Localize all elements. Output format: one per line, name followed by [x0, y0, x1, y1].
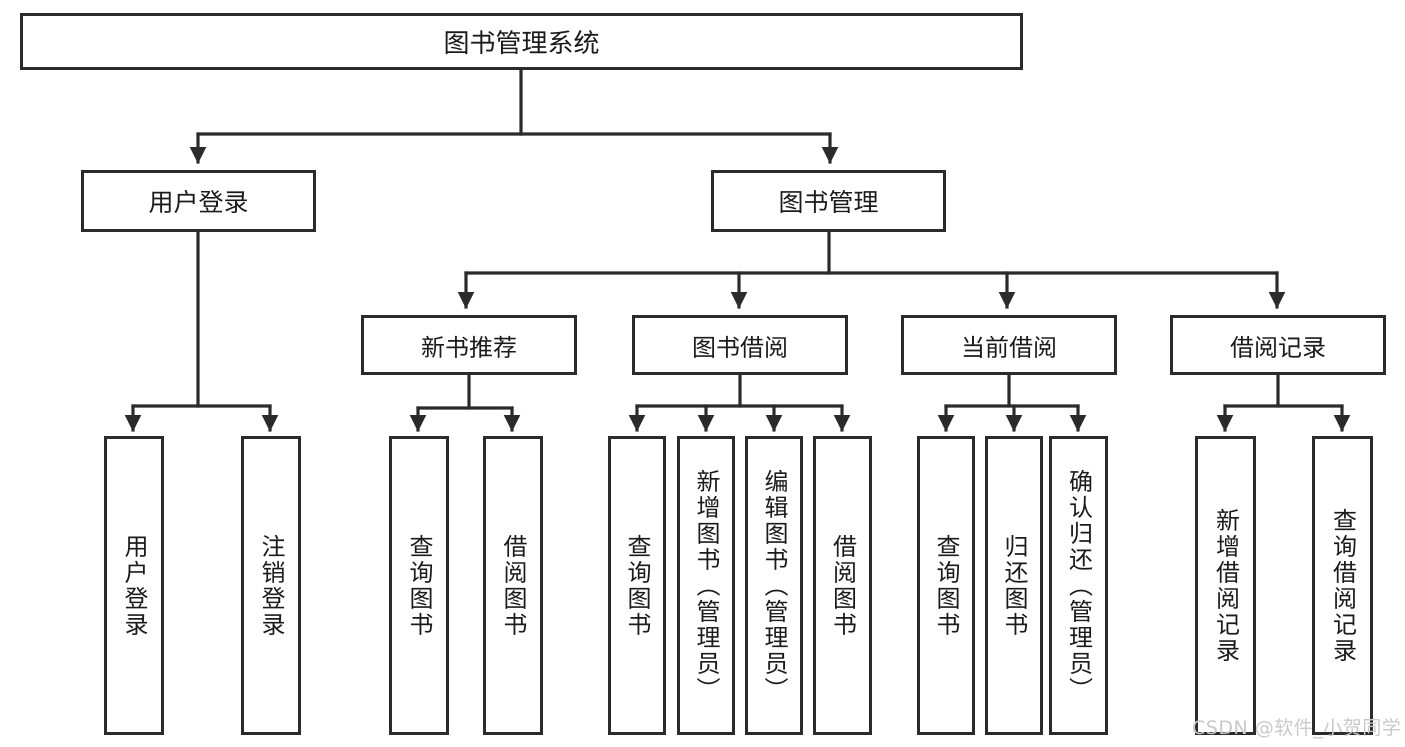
node-leaf-borrow-book[interactable]: 借阅图书: [813, 436, 872, 735]
node-leaf-edit-book-label: 编辑图书（管理员）: [760, 468, 788, 703]
node-new-book-recommend[interactable]: 新书推荐: [361, 315, 577, 375]
csdn-watermark: CSDN @软件_小贺同学: [1192, 717, 1402, 739]
node-book-borrow-label: 图书借阅: [692, 333, 788, 362]
node-leaf-add-borrow-record-label: 新增借阅记录: [1211, 507, 1240, 664]
node-user-login-label: 用户登录: [148, 188, 249, 217]
node-current-borrow-label: 当前借阅: [961, 333, 1057, 362]
node-leaf-query-book-borrow-label: 查询图书: [623, 533, 651, 638]
node-leaf-query-borrow-record-label: 查询借阅记录: [1328, 507, 1357, 664]
node-leaf-user-login[interactable]: 用户登录: [104, 436, 164, 735]
node-leaf-confirm-return-label: 确认归还（管理员）: [1064, 468, 1093, 703]
node-leaf-borrow-book-recommend-label: 借阅图书: [499, 533, 527, 638]
node-borrow-records[interactable]: 借阅记录: [1170, 315, 1386, 375]
node-leaf-query-book-borrow[interactable]: 查询图书: [608, 436, 666, 735]
node-leaf-return-book-label: 归还图书: [1000, 533, 1028, 638]
node-leaf-confirm-return[interactable]: 确认归还（管理员）: [1049, 436, 1108, 735]
node-leaf-user-logout[interactable]: 注销登录: [241, 436, 301, 735]
node-user-login[interactable]: 用户登录: [81, 170, 316, 232]
node-leaf-add-book-label: 新增图书（管理员）: [692, 468, 720, 703]
node-book-borrow[interactable]: 图书借阅: [632, 315, 848, 375]
node-leaf-query-borrow-record[interactable]: 查询借阅记录: [1312, 436, 1373, 735]
node-leaf-edit-book[interactable]: 编辑图书（管理员）: [745, 436, 803, 735]
node-root-label: 图书管理系统: [443, 29, 600, 59]
node-leaf-user-login-label: 用户登录: [120, 533, 148, 638]
node-new-book-recommend-label: 新书推荐: [421, 333, 517, 362]
node-current-borrow[interactable]: 当前借阅: [901, 315, 1117, 375]
node-leaf-query-book-current[interactable]: 查询图书: [917, 436, 975, 735]
node-leaf-query-book-recommend-label: 查询图书: [405, 533, 433, 638]
node-leaf-query-book-current-label: 查询图书: [932, 533, 960, 638]
node-leaf-borrow-book-recommend[interactable]: 借阅图书: [483, 436, 543, 735]
node-book-management[interactable]: 图书管理: [711, 170, 946, 232]
node-borrow-records-label: 借阅记录: [1230, 333, 1326, 362]
node-leaf-add-book[interactable]: 新增图书（管理员）: [677, 436, 735, 735]
node-leaf-borrow-book-label: 借阅图书: [828, 533, 857, 638]
node-book-management-label: 图书管理: [778, 188, 879, 217]
node-leaf-return-book[interactable]: 归还图书: [985, 436, 1043, 735]
node-root[interactable]: 图书管理系统: [20, 13, 1023, 70]
node-leaf-query-book-recommend[interactable]: 查询图书: [389, 436, 449, 735]
node-leaf-add-borrow-record[interactable]: 新增借阅记录: [1195, 436, 1256, 735]
node-leaf-user-logout-label: 注销登录: [257, 533, 285, 638]
